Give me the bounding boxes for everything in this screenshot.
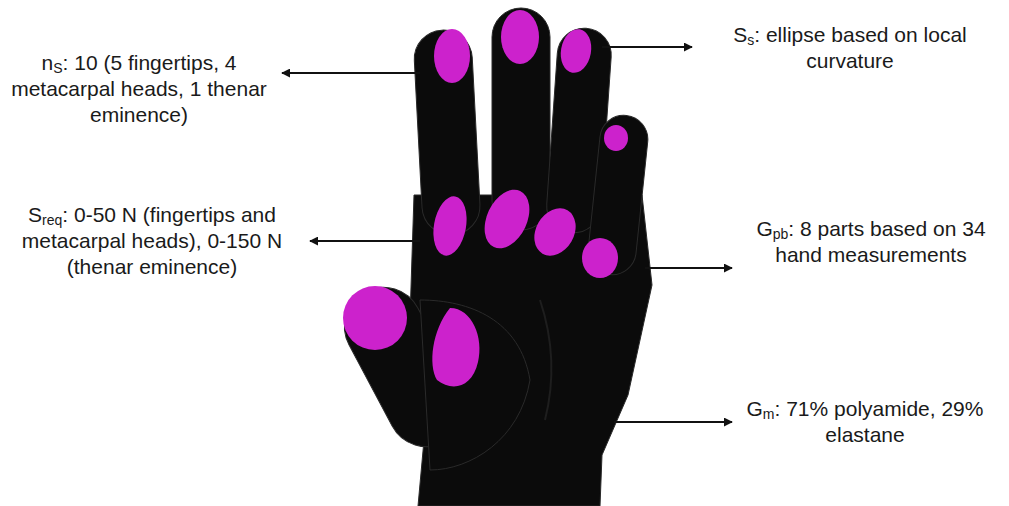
sensor-ellipse xyxy=(557,27,594,76)
sensor-areas xyxy=(343,10,628,386)
annotation-label: nS: 10 (5 fingertips, 4 metacarpal heads… xyxy=(4,50,274,128)
sensor-ellipse xyxy=(501,10,539,64)
leader-arrow xyxy=(602,46,692,48)
leader-arrow xyxy=(282,72,420,74)
sensor-ellipse xyxy=(476,182,538,255)
annotation-label: Gpb: 8 parts based on 34 hand measuremen… xyxy=(740,216,1002,268)
hand xyxy=(331,8,652,506)
annotation-label: Ss: ellipse based on local curvature xyxy=(700,22,1000,74)
leader-arrow xyxy=(614,421,732,423)
leader-arrows xyxy=(282,47,732,422)
leader-arrow xyxy=(645,267,732,269)
sensor-ellipse xyxy=(343,286,407,350)
sensor-ellipse xyxy=(434,29,470,83)
sensor-ellipse xyxy=(429,194,471,259)
sensor-thenar xyxy=(432,308,479,386)
sensor-ellipse xyxy=(604,125,628,151)
annotation-label: Sreq: 0-50 N (fingertips and metacarpal … xyxy=(2,202,302,280)
sensor-ellipse xyxy=(526,201,584,263)
palm-crease xyxy=(540,300,551,420)
leader-arrow xyxy=(310,240,420,242)
sensor-ellipse xyxy=(582,238,618,278)
thenar xyxy=(420,300,530,470)
annotation-label: Gm: 71% polyamide, 29% elastane xyxy=(740,396,990,448)
